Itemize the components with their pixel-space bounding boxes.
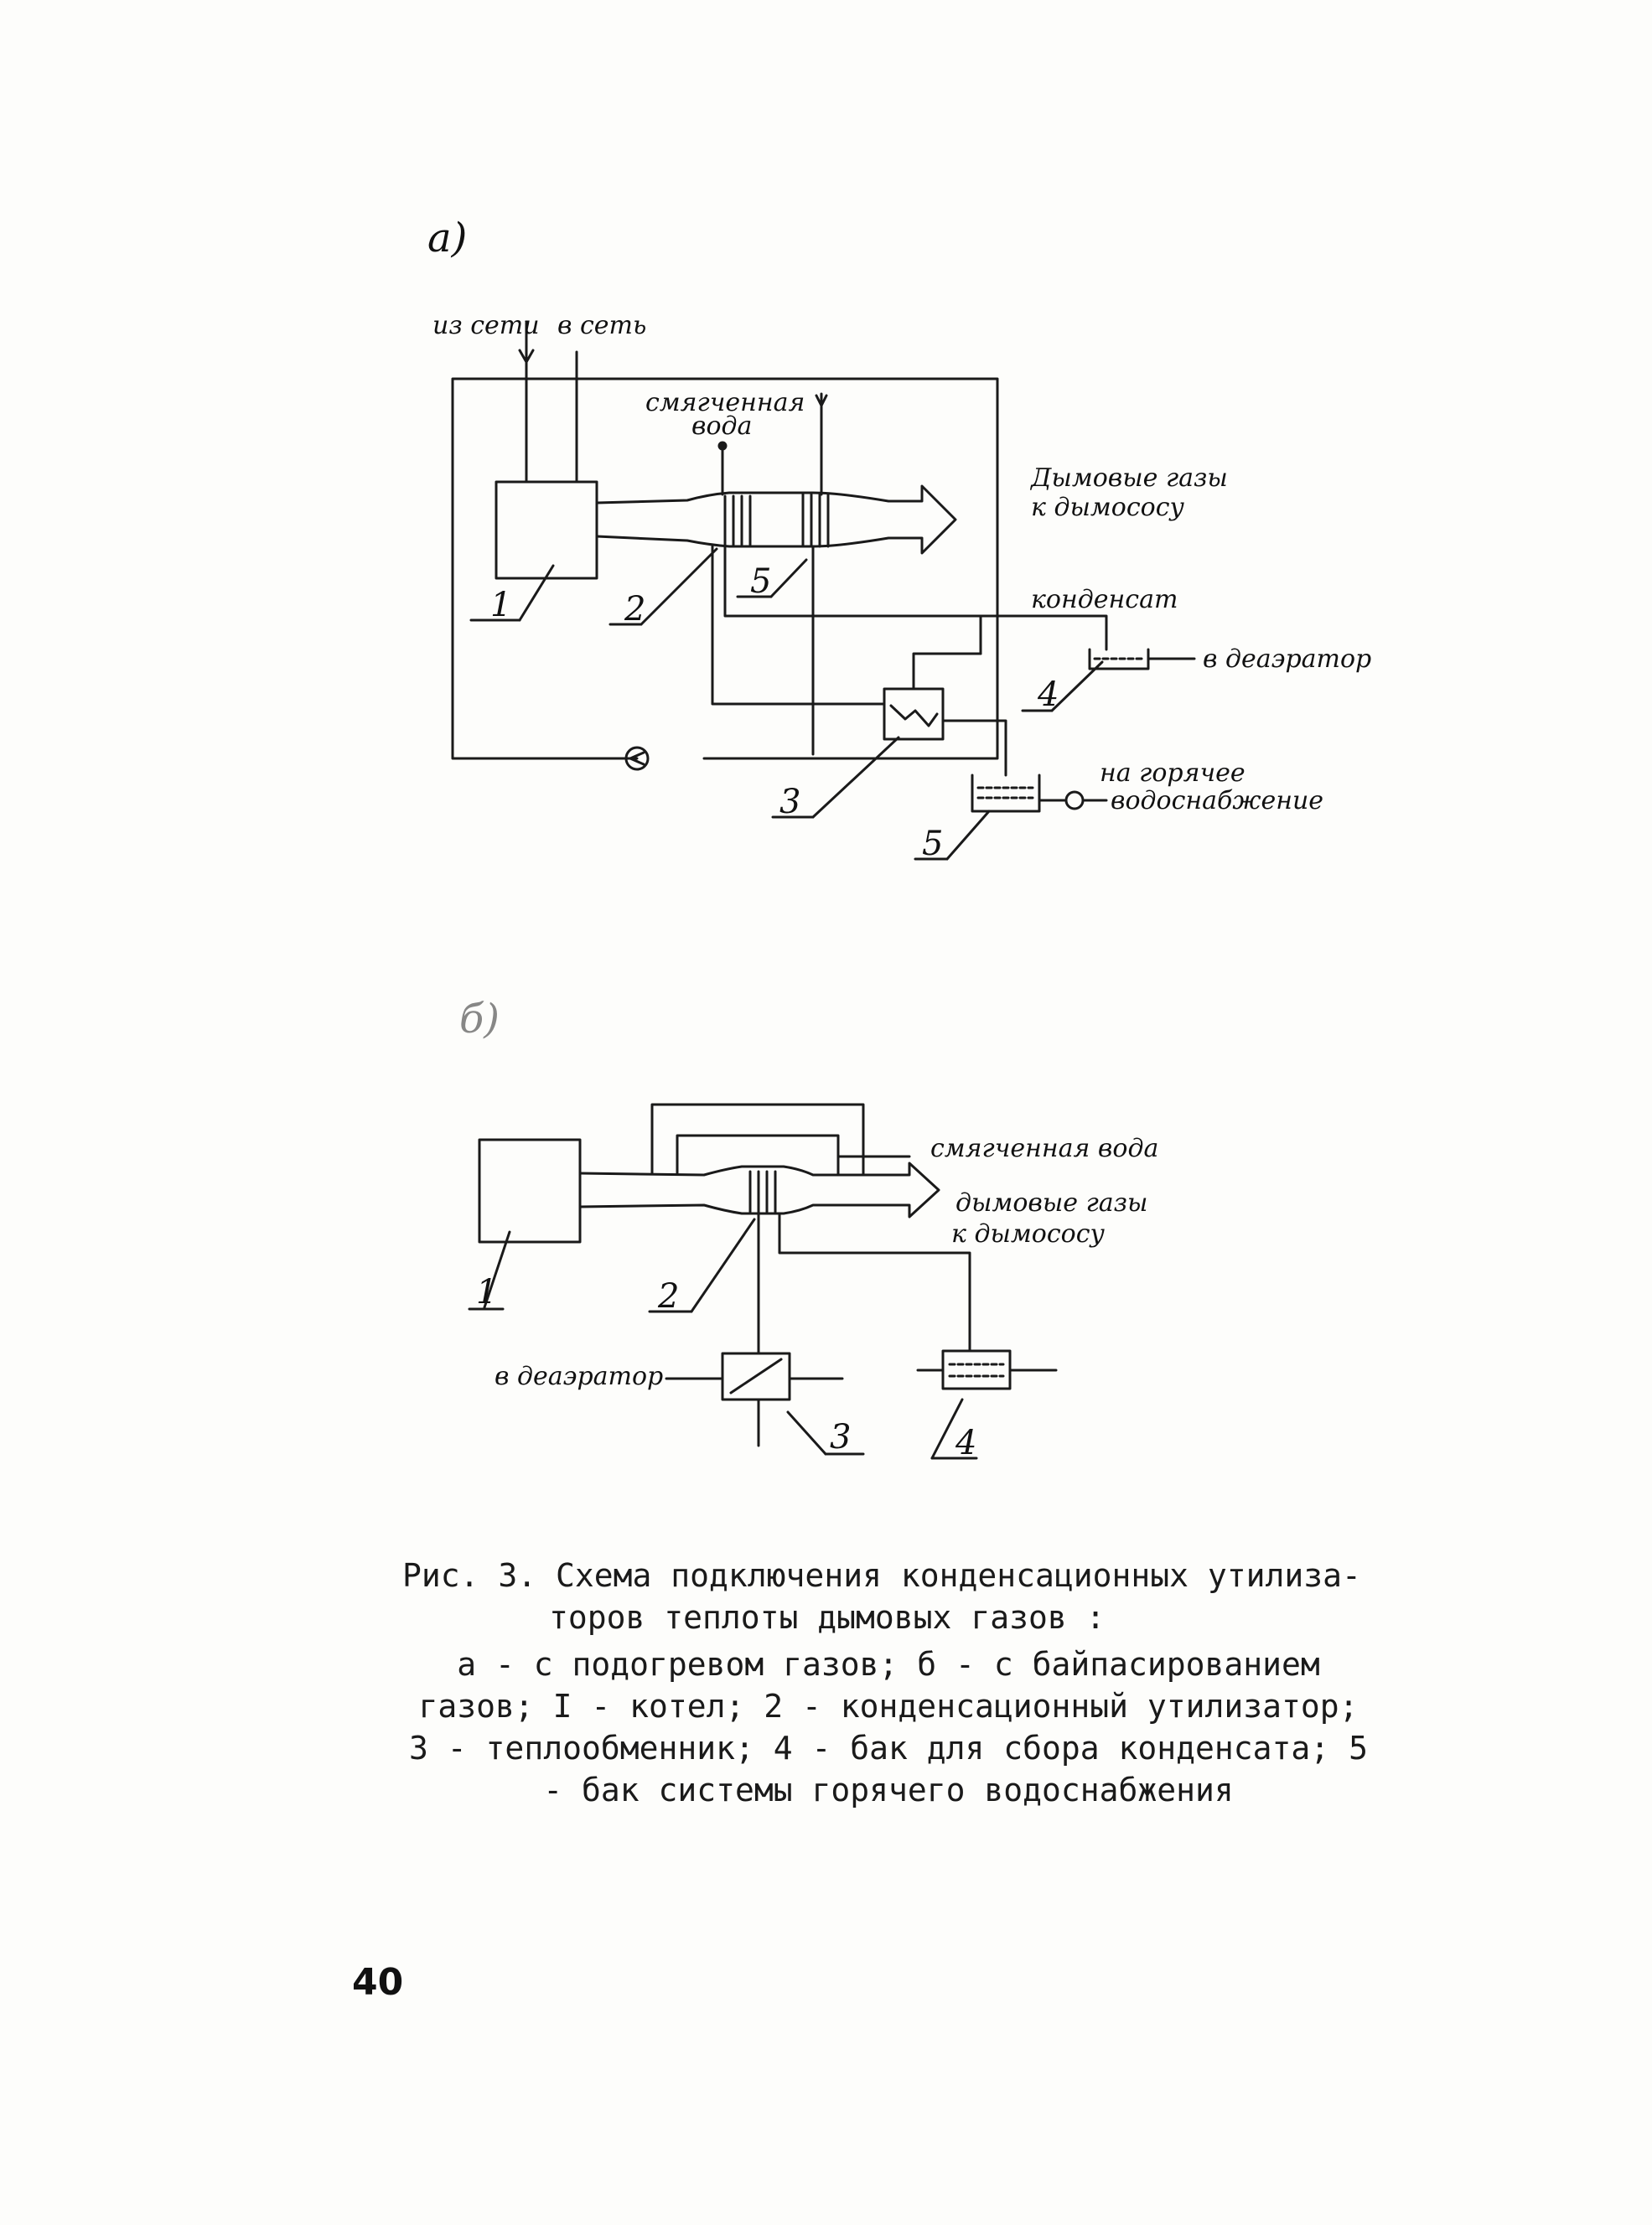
label-condensate: конденсат xyxy=(1031,585,1178,614)
label-b-to-deaerator: в деаэратор xyxy=(495,1362,663,1391)
number-b-3: 3 xyxy=(830,1418,851,1457)
boiler-box xyxy=(495,480,598,580)
page-number: 40 xyxy=(352,1961,404,2004)
inlet-arrow-icon xyxy=(518,349,535,364)
caption-body: а - с подогревом газов; б - с байпасиров… xyxy=(409,1646,1368,1808)
number-3: 3 xyxy=(779,783,800,821)
pump-glyph xyxy=(629,751,645,766)
softened-water-arrow-icon xyxy=(815,394,828,407)
utilizer-grid-2 xyxy=(723,494,752,546)
bypass-loop-inner xyxy=(676,1134,840,1177)
label-to-network: в сеть xyxy=(557,311,646,340)
gas-duct xyxy=(595,484,957,555)
boiler-b-box xyxy=(478,1138,582,1244)
number-5-top: 5 xyxy=(750,562,771,601)
caption-line-1: Рис. 3. Схема подключения конденсационны… xyxy=(402,1557,1361,1594)
hot-water-pump-icon xyxy=(1064,790,1085,810)
number-2: 2 xyxy=(624,590,645,629)
label-flue-gases-1: Дымовые газы xyxy=(1029,463,1228,493)
label-flue-gases-2: к дымососу xyxy=(1031,493,1184,522)
label-hot-water-1: на горячее xyxy=(1100,758,1245,788)
number-b-1: 1 xyxy=(476,1273,497,1312)
heat-exchanger-coil xyxy=(889,704,939,727)
label-hot-water-2: водоснабжение xyxy=(1111,786,1323,815)
number-5-bottom: 5 xyxy=(922,825,943,863)
label-softened-water-1: смягченная xyxy=(645,388,805,417)
number-1: 1 xyxy=(490,586,511,624)
bypass-loop-outer xyxy=(650,1103,865,1177)
label-b-flue-gases-1: дымовые газы xyxy=(955,1188,1147,1218)
panel-b-schematic xyxy=(468,1103,1058,1460)
label-from-network: из сети xyxy=(432,311,540,340)
heat-exchanger-b-box xyxy=(721,1352,791,1401)
panel-a-schematic xyxy=(451,321,1196,861)
utilizer-grid-b xyxy=(748,1170,777,1213)
label-to-deaerator: в деаэратор xyxy=(1203,644,1371,674)
number-b-2: 2 xyxy=(657,1277,679,1316)
heat-exchanger-box xyxy=(883,687,945,741)
label-b-flue-gases-2: к дымососу xyxy=(951,1219,1105,1249)
gas-duct-b xyxy=(578,1162,940,1219)
panel-a-letter: а) xyxy=(427,215,467,261)
figure-caption: Рис. 3. Схема подключения конденсационны… xyxy=(402,1555,1375,1811)
outer-loop-line xyxy=(451,377,999,760)
label-b-softened-water: смягченная вода xyxy=(930,1134,1158,1163)
number-4: 4 xyxy=(1037,675,1059,714)
caption-line-2: торов теплоты дымовых газов : xyxy=(549,1599,1106,1636)
condensate-tank-b xyxy=(941,1349,1012,1390)
panel-b-letter: б) xyxy=(459,996,500,1043)
utilizer-grid-5 xyxy=(801,493,830,548)
hot-water-tank-5 xyxy=(971,774,1041,813)
number-b-4: 4 xyxy=(955,1424,976,1462)
label-softened-water-2: вода xyxy=(691,411,752,441)
circulation-pump-icon xyxy=(624,746,650,771)
